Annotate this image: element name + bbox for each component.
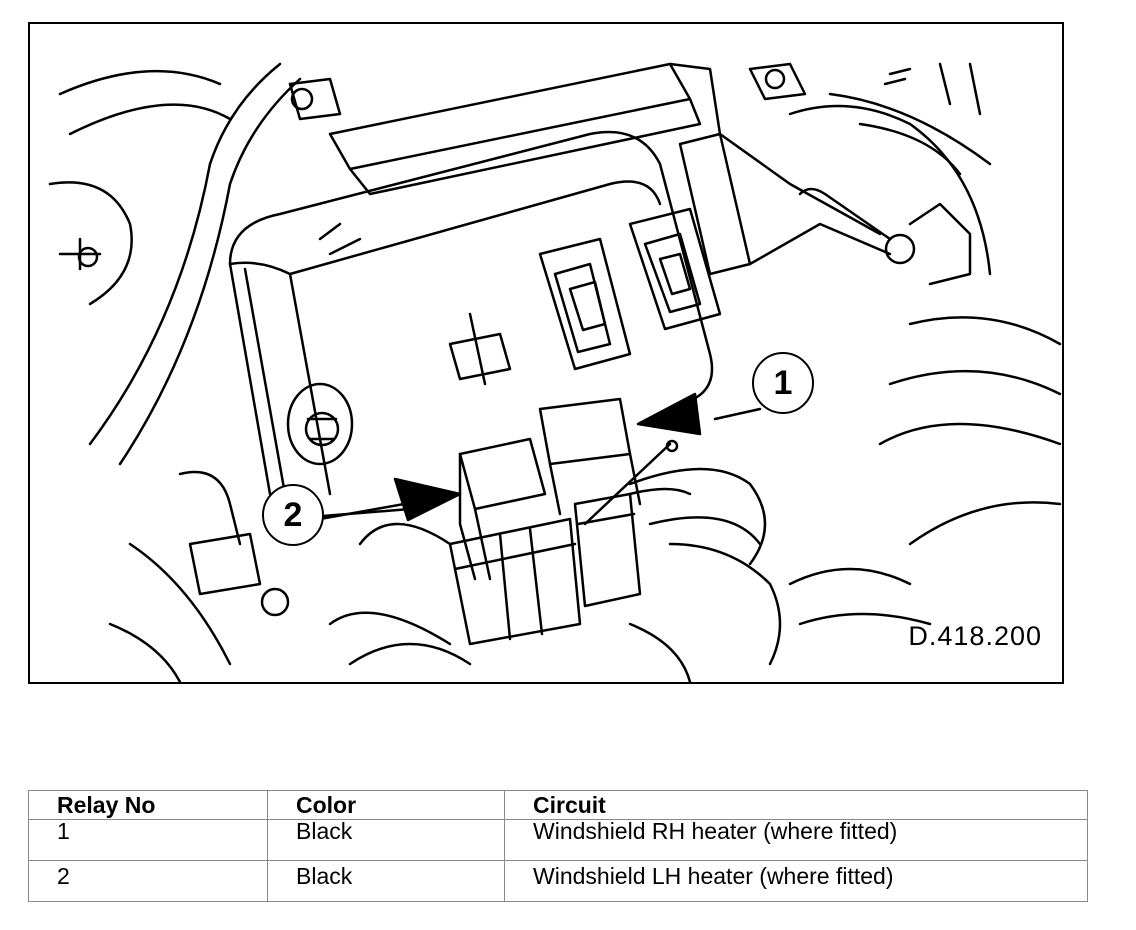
cell-circuit: Windshield LH heater (where fitted): [504, 860, 1088, 902]
figure-reference: D.418.200: [908, 621, 1042, 651]
table-row: 1 Black Windshield RH heater (where fitt…: [28, 819, 1088, 861]
relay-table: Relay No Color Circuit 1 Black Windshiel…: [28, 790, 1088, 902]
callout-relay-1: 1: [752, 352, 814, 414]
table-row: 2 Black Windshield LH heater (where fitt…: [28, 860, 1088, 902]
header-color: Color: [267, 790, 505, 820]
header-circuit: Circuit: [504, 790, 1088, 820]
cell-color: Black: [267, 860, 505, 902]
header-relay-no: Relay No: [28, 790, 268, 820]
relay-table-header: Relay No Color Circuit: [28, 790, 1088, 820]
cell-circuit: Windshield RH heater (where fitted): [504, 819, 1088, 861]
cell-relay-no: 2: [28, 860, 268, 902]
cell-relay-no: 1: [28, 819, 268, 861]
callout-relay-2: 2: [262, 484, 324, 546]
cell-color: Black: [267, 819, 505, 861]
engine-bay-line-drawing: [48, 62, 1062, 682]
relay-location-illustration: 1 2 D.418.200: [28, 22, 1064, 684]
